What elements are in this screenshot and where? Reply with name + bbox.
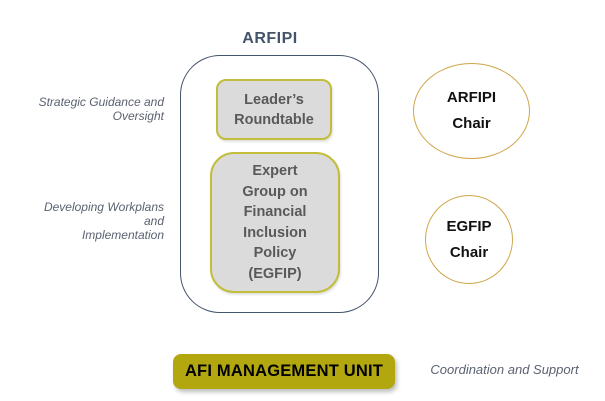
egfip-chair-line: Chair (449, 243, 489, 261)
leaders-roundtable-box: Leader’s Roundtable (216, 79, 332, 140)
egfip-box-line: Group on (242, 183, 308, 200)
leaders-roundtable-line: Leader’s (244, 91, 304, 108)
egfip-chair-circle: EGFIP Chair (425, 195, 513, 284)
developing-workplans-line: Implementation (81, 228, 164, 242)
egfip-box-line: Expert (252, 163, 298, 179)
strategic-guidance-line: Strategic Guidance and (38, 95, 164, 109)
arfipi-chair-ellipse: ARFIPI Chair (413, 63, 530, 159)
coordination-support-label: Coordination and Support (430, 362, 579, 377)
egfip-expert-group-box: Expert Group on Financial Inclusion Poli… (210, 152, 340, 293)
egfip-chair-line: EGFIP (446, 217, 492, 235)
developing-workplans-line: Developing Workplans and (43, 200, 164, 228)
egfip-box-line: Inclusion (243, 224, 307, 241)
developing-workplans-label: Developing Workplans and Implementation (21, 200, 164, 242)
afi-management-unit-bar: AFI MANAGEMENT UNIT (173, 354, 395, 389)
strategic-guidance-line: Oversight (112, 109, 164, 123)
arfipi-chair-line: Chair (452, 115, 491, 132)
egfip-box-line: (EGFIP) (248, 265, 302, 282)
strategic-guidance-label: Strategic Guidance and Oversight (21, 95, 164, 123)
diagram-title: ARFIPI (242, 30, 298, 47)
egfip-box-line: Financial (243, 204, 307, 220)
egfip-box-line: Policy (253, 245, 297, 261)
arfipi-chair-line: ARFIPI (446, 89, 497, 106)
leaders-roundtable-line: Roundtable (234, 111, 314, 128)
